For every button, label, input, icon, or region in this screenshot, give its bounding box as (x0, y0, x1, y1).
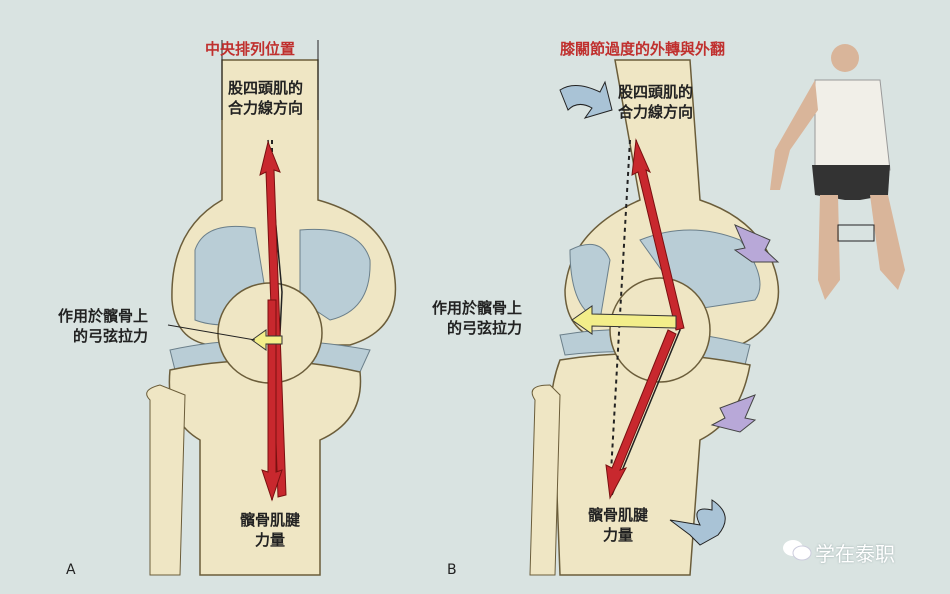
label-line: 髕骨肌腱 (240, 511, 301, 529)
runner-leg-right (870, 195, 905, 290)
knee-highlight-box (837, 224, 875, 242)
watermark-text: 学在泰职 (815, 542, 895, 566)
cartilage-b (639, 229, 761, 311)
runner-shorts (812, 165, 890, 200)
runner-leg-left (818, 195, 840, 300)
dashed-axis-b (609, 139, 631, 491)
label-line: 合力線方向 (618, 103, 694, 121)
label-line: 的弓弦拉力 (447, 319, 523, 337)
panel-a-title: 中央排列位置 (205, 40, 296, 58)
bowstring-arrow-a (251, 329, 283, 351)
runner-shirt (814, 79, 891, 171)
cartilage-a2 (299, 228, 371, 321)
tendon-force-arrow-b (605, 329, 677, 500)
label-line: 作用於髕骨上 (58, 307, 149, 325)
panel-b-label: B (447, 562, 457, 578)
runner-figure (770, 44, 905, 300)
label-line: 髕骨肌腱 (588, 506, 649, 524)
label-line: 的弓弦拉力 (73, 327, 149, 345)
panel-b-tendon-label: 髕骨肌腱 力量 (588, 505, 648, 545)
panel-a-label: A (66, 562, 76, 578)
panel-a-quad-label: 股四頭肌的 合力線方向 (228, 78, 303, 118)
panel-b-knee (529, 59, 780, 576)
panel-a-bowstring-label: 作用於髕骨上 的弓弦拉力 (58, 306, 148, 346)
wechat-icon (783, 540, 812, 561)
panel-b-title: 膝關節過度的外轉與外翻 (560, 40, 726, 58)
bowstring-arrow-b (571, 305, 677, 335)
label-line: 作用於髕骨上 (432, 299, 523, 317)
rotation-arrow-top (559, 80, 613, 119)
panel-b-bowstring-label: 作用於髕骨上 的弓弦拉力 (432, 298, 522, 338)
leader-line-a (167, 324, 256, 341)
panel-a-knee (146, 40, 397, 576)
valgus-arrow-bottom (710, 394, 757, 433)
tendon-force-arrow-a (261, 299, 283, 502)
runner-arm (770, 80, 818, 190)
label-line: 合力線方向 (228, 99, 304, 117)
patella-b (609, 277, 711, 383)
quad-force-arrow-b (631, 138, 685, 331)
fibula-a (146, 384, 186, 576)
label-line: 股四頭肌的 (618, 83, 694, 101)
label-line: 力量 (603, 526, 634, 544)
panel-a-tendon-label: 髕骨肌腱 力量 (240, 510, 300, 550)
panel-b-quad-label: 股四頭肌的 合力線方向 (618, 82, 693, 122)
label-line: 力量 (255, 531, 286, 549)
fibula-b (529, 384, 561, 576)
runner-head (831, 44, 859, 72)
label-line: 股四頭肌的 (228, 79, 304, 97)
valgus-arrow-top (733, 224, 780, 263)
rotation-arrow-bottom (669, 499, 726, 546)
